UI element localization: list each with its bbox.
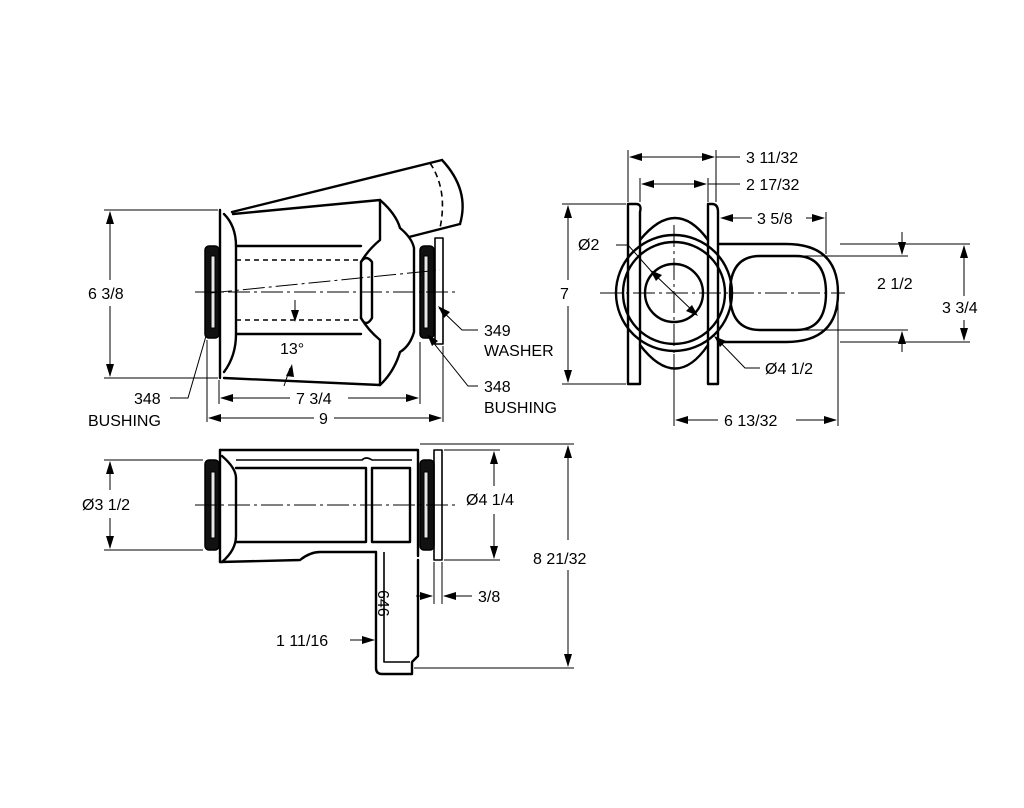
label-348-left: 348 bbox=[134, 391, 161, 408]
dim-flange-dia: Ø4 1/4 bbox=[466, 492, 514, 509]
dim-slot-width: 2 1/2 bbox=[877, 276, 913, 293]
angle-label: 13° bbox=[280, 341, 304, 358]
dim-outer-dia: Ø4 1/2 bbox=[765, 361, 813, 378]
dim-bore-dia: Ø2 bbox=[578, 237, 599, 254]
side-view: 6 3/8 7 3/4 9 13° 348 BUSHING 349 WASHER bbox=[88, 158, 557, 430]
part-number: 646 bbox=[374, 590, 391, 617]
dim-lug-height: 3 3/4 bbox=[942, 300, 978, 317]
dim-washer-thickness: 3/8 bbox=[478, 589, 500, 606]
label-bushing-right: BUSHING bbox=[484, 400, 557, 417]
top-view: Ø3 1/2 Ø4 1/4 8 21/32 3/8 1 11/16 646 bbox=[82, 443, 586, 676]
dim-overall-height: 8 21/32 bbox=[533, 551, 586, 568]
dim-offset: 3 5/8 bbox=[757, 211, 793, 228]
dim-width-outer: 3 11/32 bbox=[746, 150, 798, 167]
dim-height-end: 7 bbox=[560, 286, 569, 303]
dim-inner-length: 7 3/4 bbox=[296, 391, 332, 408]
dim-bushing-dia: Ø3 1/2 bbox=[82, 497, 130, 514]
label-washer: WASHER bbox=[484, 343, 554, 360]
dim-overall-width: 6 13/32 bbox=[724, 413, 777, 430]
dim-overall-length: 9 bbox=[319, 411, 328, 428]
label-bushing-left: BUSHING bbox=[88, 413, 161, 430]
dim-height-side: 6 3/8 bbox=[88, 286, 124, 303]
end-view: Ø2 3 11/32 2 17/32 3 5/8 7 bbox=[560, 150, 978, 430]
dim-lug-width: 1 11/16 bbox=[276, 633, 328, 650]
label-349: 349 bbox=[484, 323, 511, 340]
label-348-right: 348 bbox=[484, 379, 511, 396]
dim-width-inner: 2 17/32 bbox=[746, 177, 799, 194]
